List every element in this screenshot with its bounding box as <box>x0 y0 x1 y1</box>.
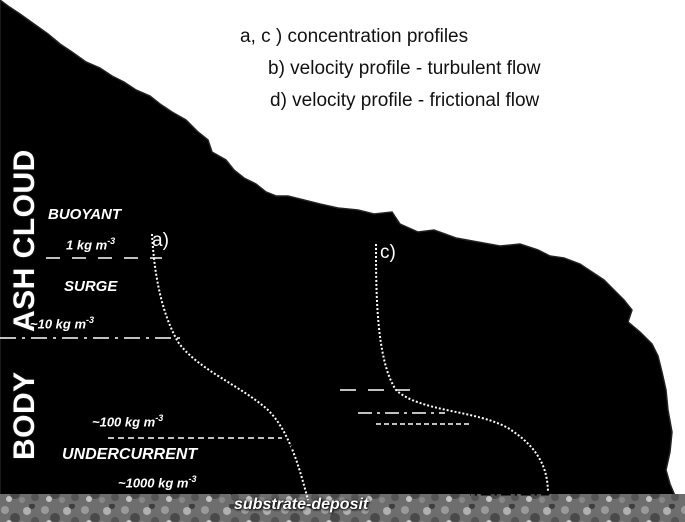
density-1-kg-label: 1 kg m-3 <box>66 236 116 253</box>
profile-d-label: d) <box>450 242 467 263</box>
density-10-kg-label: ~10 kg m-3 <box>30 315 95 332</box>
buoyant-label: BUOYANT <box>48 206 122 223</box>
legend-line-concentration: a, c ) concentration profiles <box>240 26 469 47</box>
substrate-deposit-band <box>0 494 685 522</box>
substrate-deposit-label: substrate-deposit <box>234 496 369 513</box>
profile-b-curve <box>206 229 320 499</box>
profile-a-label: a) <box>152 230 169 251</box>
profile-d-curve <box>440 237 553 496</box>
legend-line-turbulent: b) velocity profile - turbulent flow <box>268 58 541 79</box>
density-100-kg-label: ~100 kg m-3 <box>92 413 164 430</box>
legend-line-frictional: d) velocity profile - frictional flow <box>270 90 540 111</box>
ash-cloud-label: ASH CLOUD <box>8 149 41 332</box>
body-label: BODY <box>8 371 41 460</box>
surge-label: SURGE <box>64 278 118 295</box>
profile-c-label: c) <box>380 242 396 263</box>
density-1000-kg-label: ~1000 kg m-3 <box>118 474 197 491</box>
undercurrent-label: UNDERCURRENT <box>62 446 198 463</box>
profile-b-label: b) <box>216 232 233 253</box>
